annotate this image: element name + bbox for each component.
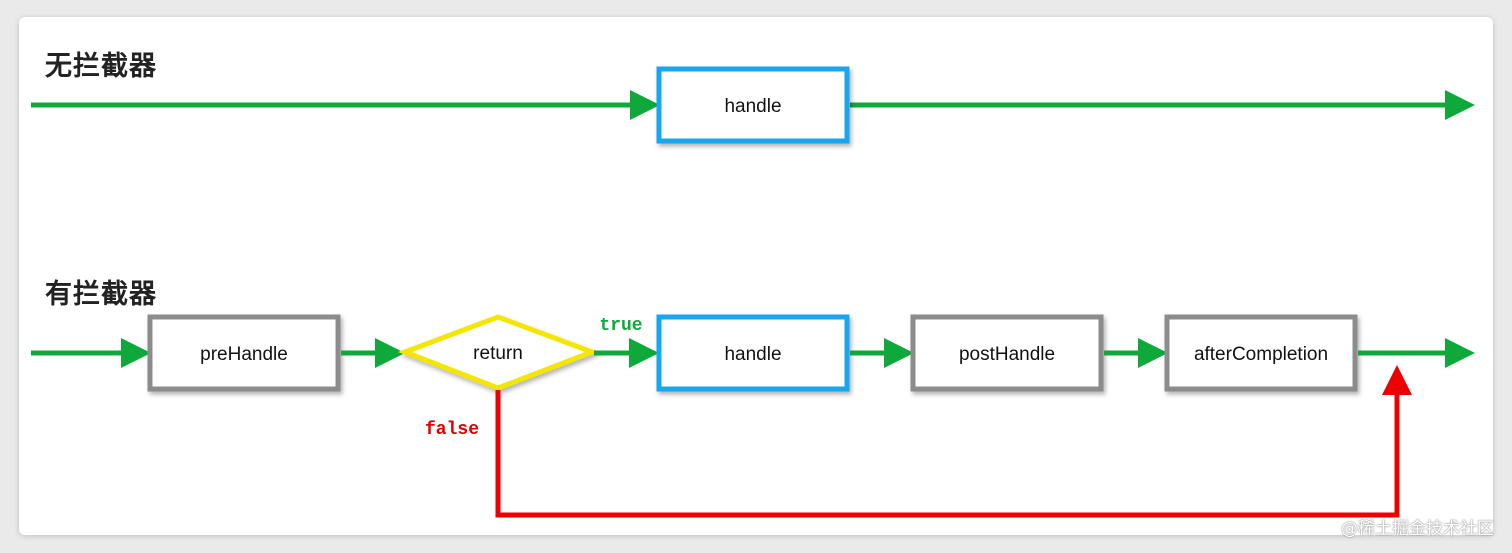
return-decision-diamond: return — [397, 314, 600, 391]
title-without-interceptor: 无拦截器 — [45, 51, 157, 82]
return-label: return — [473, 343, 523, 364]
handle-box-no-interceptor: handle — [656, 66, 850, 144]
posthandle-label: postHandle — [959, 344, 1055, 365]
aftercompletion-label: afterCompletion — [1194, 344, 1328, 365]
watermark: @稀土掘金技术社区 — [1341, 519, 1494, 539]
handle-label: handle — [724, 96, 781, 117]
aftercompletion-box: afterCompletion — [1164, 314, 1358, 392]
true-label: true — [599, 316, 642, 336]
handle-box-with-interceptor: handle — [656, 314, 850, 392]
posthandle-box: postHandle — [910, 314, 1104, 392]
prehandle-label: preHandle — [200, 344, 288, 365]
false-label: false — [425, 420, 479, 440]
prehandle-box: preHandle — [147, 314, 341, 392]
title-with-interceptor: 有拦截器 — [45, 279, 157, 310]
handle-label-2: handle — [724, 344, 781, 365]
false-path-arrow — [495, 365, 1412, 518]
